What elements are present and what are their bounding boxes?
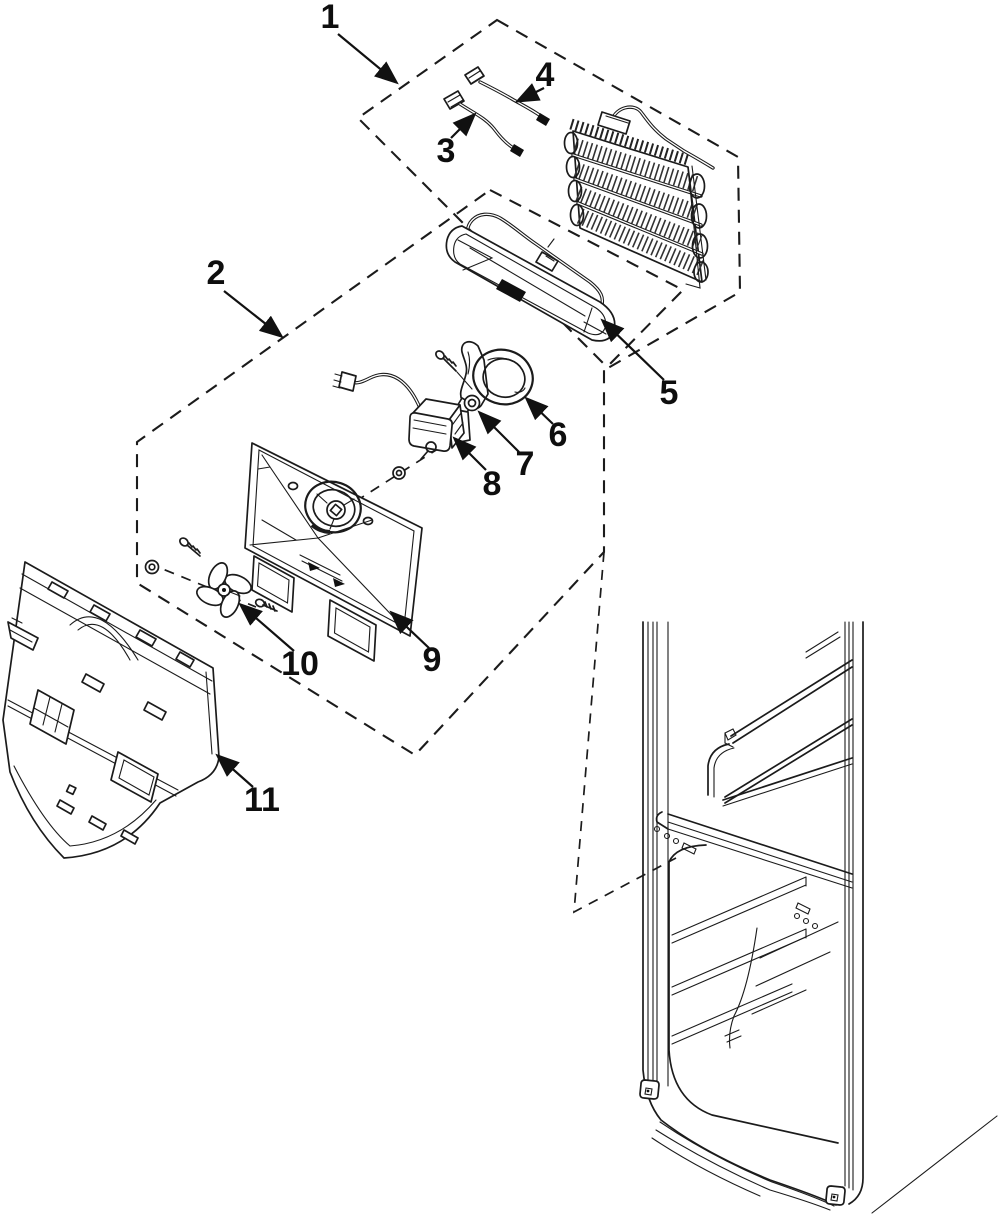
callout-5: 5: [600, 318, 679, 412]
callouts: 1 2 3 4 5 6 7 8: [207, 0, 679, 819]
evaporator-cover-panel-9: [244, 442, 423, 662]
part-label-3: 3: [437, 132, 456, 170]
refrigerator-cabinet: [639, 621, 998, 1214]
callout-1: 1: [321, 0, 399, 85]
callout-10: 10: [238, 602, 319, 683]
part-label-2: 2: [207, 254, 226, 292]
fan-motor-8: [332, 371, 471, 460]
fan-blade-10: [196, 562, 252, 618]
front-cover-11: [2, 561, 220, 859]
callout-3: 3: [437, 112, 477, 170]
freezer-interior: [668, 844, 839, 1144]
drain-pan-heater: [445, 212, 616, 342]
part-label-1: 1: [321, 0, 340, 36]
callout-11: 11: [215, 753, 280, 819]
screw-for-panel: [179, 537, 201, 557]
part-label-4: 4: [536, 56, 555, 94]
freezer-divider-shelf: [653, 659, 853, 930]
screw-for-bracket: [435, 350, 473, 390]
wire-harness-4: [464, 66, 550, 126]
part-label-7: 7: [516, 445, 535, 483]
callout-9: 9: [389, 610, 442, 679]
floor-line: [871, 1115, 998, 1214]
part-label-8: 8: [483, 465, 502, 503]
part-label-5: 5: [660, 374, 679, 412]
callout-6: 6: [524, 396, 568, 454]
part-label-9: 9: [423, 641, 442, 679]
part-label-10: 10: [281, 645, 319, 683]
group-box-1: [356, 18, 742, 370]
grommet-panel: [144, 559, 160, 575]
evaporator-coil: [563, 105, 715, 289]
leader-to-cabinet: [573, 551, 677, 914]
callout-8: 8: [452, 436, 502, 503]
callout-7: 7: [477, 410, 535, 483]
callout-2: 2: [207, 254, 284, 339]
part-label-6: 6: [549, 416, 568, 454]
wire-harness-3: [443, 90, 524, 157]
group-box-2: [135, 188, 685, 757]
part-label-11: 11: [244, 781, 280, 819]
cabinet-base: [639, 1079, 846, 1211]
callout-4: 4: [514, 56, 555, 103]
grommet-7: [463, 394, 481, 412]
grommet-motor-axis: [392, 466, 406, 480]
